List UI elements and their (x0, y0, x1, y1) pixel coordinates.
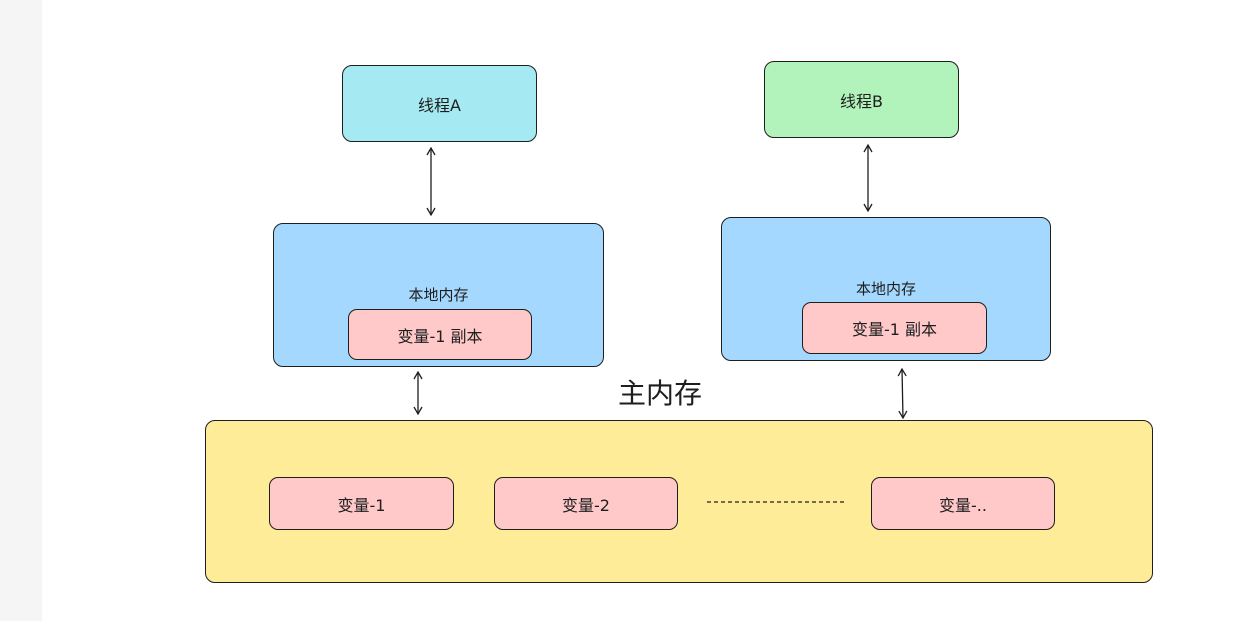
main-variable-2-label: 变量-2 (562, 495, 610, 515)
local-memory-b-box: 本地内存 变量-1 副本 (721, 217, 1051, 361)
main-variable-2: 变量-2 (494, 477, 678, 530)
thread-a-box: 线程A (342, 65, 537, 142)
main-variable-1-label: 变量-1 (337, 495, 386, 515)
local-memory-a-box: 本地内存 变量-1 副本 (273, 223, 604, 367)
variable-copy-a: 变量-1 副本 (348, 309, 532, 360)
variable-copy-b: 变量-1 副本 (802, 302, 987, 354)
variable-copy-b-label: 变量-1 副本 (851, 320, 938, 339)
thread-b-box: 线程B (764, 61, 959, 138)
arrow-local-b-main (897, 367, 908, 420)
thread-b-label: 线程B (840, 91, 883, 111)
main-variable-n-label: 变量-.. (939, 495, 987, 515)
main-memory-title: 主内存 (617, 377, 702, 410)
variable-copy-a-label: 变量-1 副本 (397, 326, 483, 346)
main-variable-n: 变量-.. (871, 477, 1055, 530)
thread-a-label: 线程A (418, 95, 461, 115)
left-margin-strip (0, 0, 42, 621)
local-memory-b-label: 本地内存 (855, 280, 916, 298)
local-memory-a-label: 本地内存 (408, 286, 469, 304)
main-variable-1: 变量-1 (269, 477, 454, 530)
